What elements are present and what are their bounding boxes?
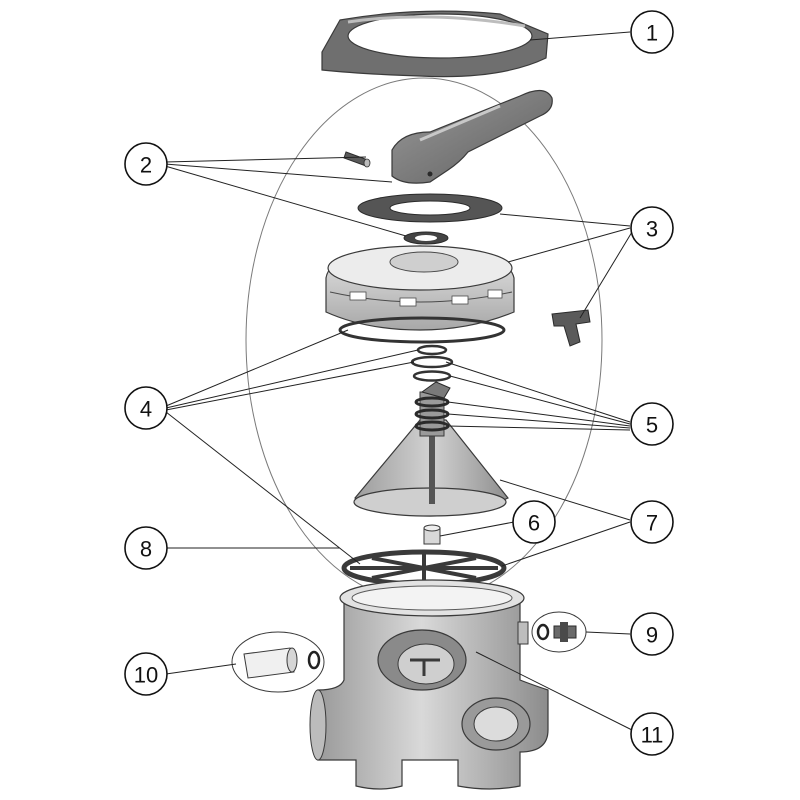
valve-body-part [309,579,549,790]
callout-3-label: 3 [646,217,658,242]
washer-part [403,231,449,245]
callout-6: 6 [512,500,556,544]
callout-8-label: 8 [140,537,152,562]
bushing-part [423,524,441,545]
callout-3: 3 [630,206,674,250]
callout-11: 11 [630,712,674,756]
callout-5: 5 [630,402,674,446]
gauge-fitting-part [531,611,587,653]
callout-8: 8 [124,526,168,570]
callout-7-label: 7 [646,511,658,536]
callout-2-label: 2 [140,153,152,178]
callout-1: 1 [630,10,674,54]
leader-lines [164,31,633,731]
callout-9: 9 [630,612,674,656]
side-clip-part [551,309,591,347]
spider-gasket-part [341,549,507,587]
small-o-rings-part [410,344,454,382]
top-ring-part [321,10,549,78]
callout-1-label: 1 [646,21,658,46]
rotor-assembly-part [353,381,509,517]
handle-lever-part [391,89,553,184]
callout-4: 4 [124,386,168,430]
drain-plug-part [231,631,325,693]
callout-10-label: 10 [134,663,158,688]
cover-o-ring-part [338,316,506,344]
callout-11-label: 11 [641,723,664,748]
valve-cover-part [325,245,515,331]
callout-2: 2 [124,142,168,186]
callout-6-label: 6 [528,511,540,536]
callout-5-label: 5 [646,413,658,438]
callout-4-label: 4 [140,397,152,422]
callout-9-label: 9 [646,623,658,648]
pin-part [343,151,371,168]
callout-10: 10 [124,652,168,696]
callout-7: 7 [630,500,674,544]
flat-gasket-part [357,193,503,223]
